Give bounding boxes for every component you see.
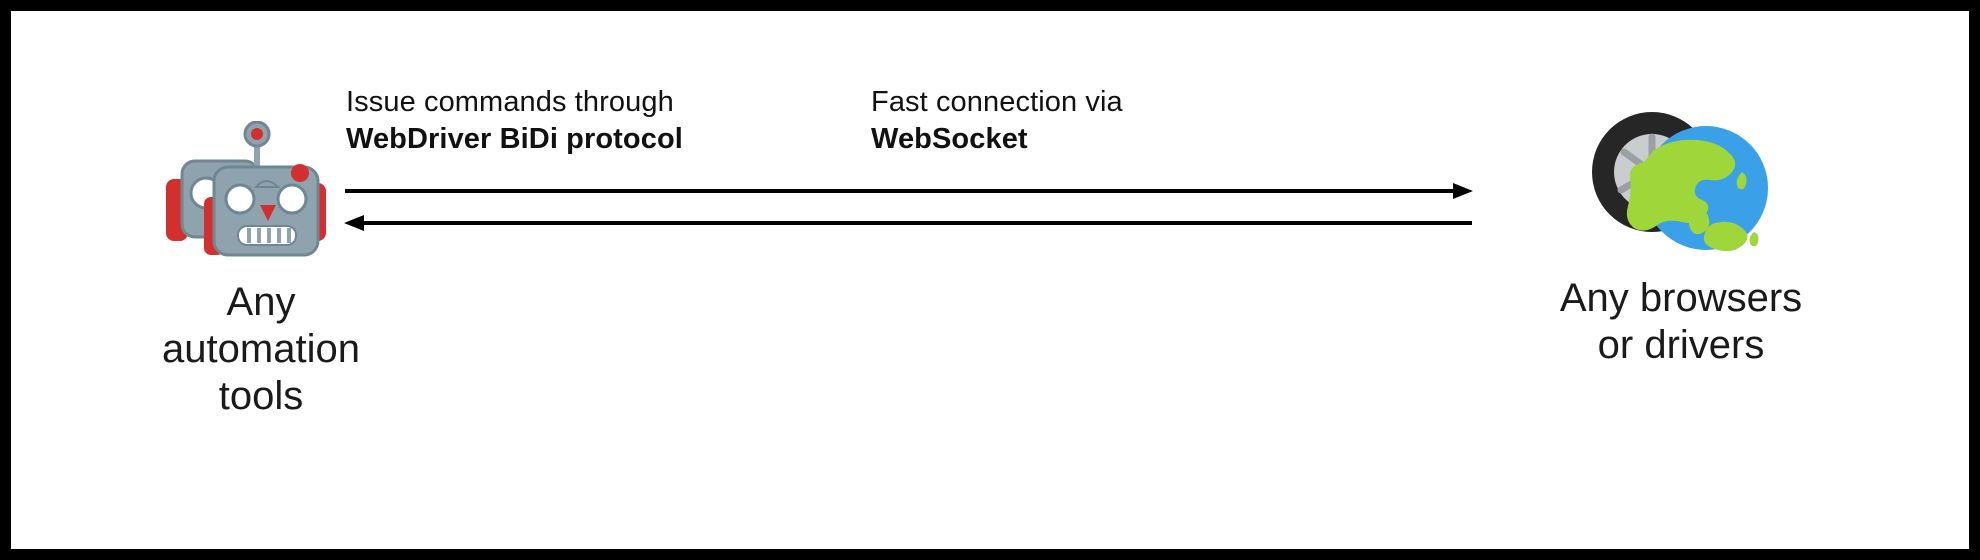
outbound-label-line2: WebDriver BiDi protocol — [346, 123, 683, 155]
outbound-label-line1: Issue commands through — [346, 86, 674, 118]
browser-driver-icons — [1471, 111, 1891, 261]
connection-arrows — [341, 176, 1476, 236]
connection-label-outbound: Issue commands through WebDriver BiDi pr… — [346, 84, 683, 158]
globe-asia-icon — [1626, 126, 1768, 252]
node-label-browsers-drivers: Any browsers or drivers — [1559, 276, 1803, 367]
arrow-right-icon — [345, 183, 1473, 199]
node-browsers-drivers: Any browsers or drivers — [1471, 111, 1891, 369]
node-automation-tools: Any automation tools — [71, 121, 451, 420]
node-label-automation-tools: Any automation tools — [162, 280, 360, 418]
robot-icon — [71, 121, 451, 271]
arrow-left-icon — [344, 215, 1472, 231]
inbound-label-line1: Fast connection via — [871, 86, 1123, 118]
diagram-canvas: Any automation tools Issue commands thro… — [11, 11, 1969, 549]
connection-label-inbound: Fast connection via WebSocket — [871, 84, 1123, 158]
inbound-label-line2: WebSocket — [871, 123, 1028, 155]
